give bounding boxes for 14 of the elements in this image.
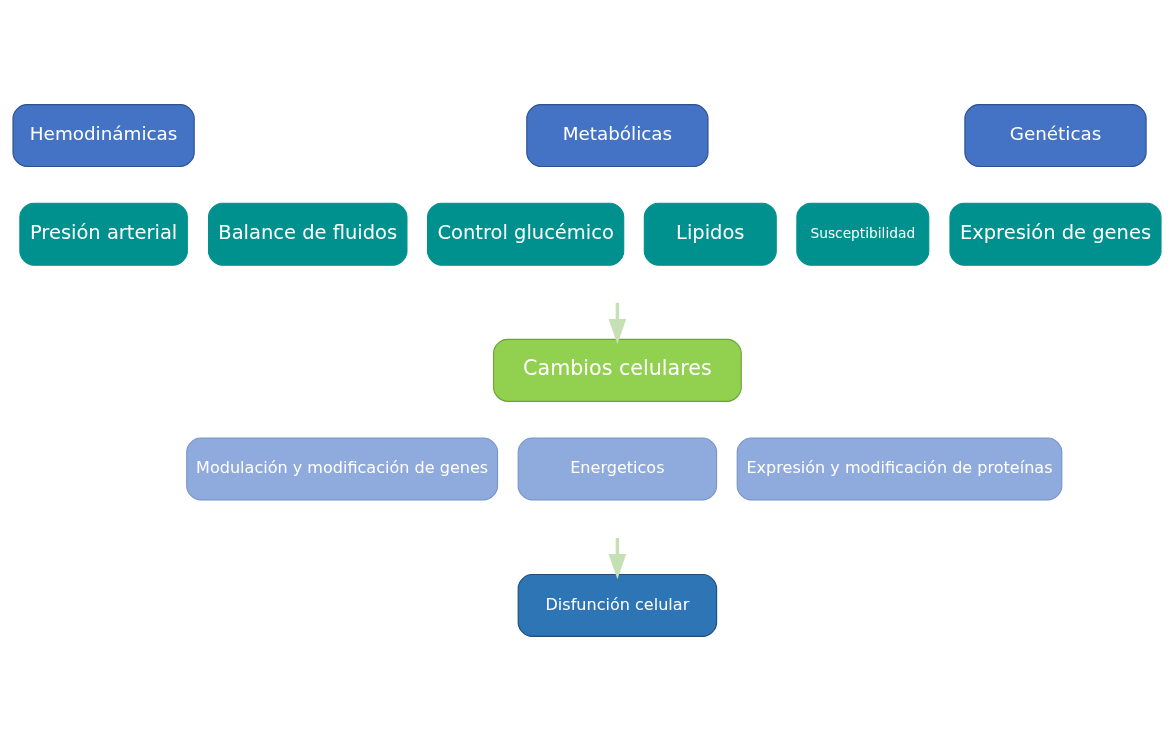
node-box: Presión arterial [19, 202, 188, 266]
node-box: Control glucémico [427, 202, 625, 266]
node-box: Hemodinámicas [12, 103, 195, 167]
node-box: Lipidos [643, 202, 777, 266]
node-box: Balance de fluidos [207, 202, 408, 266]
node-box: Susceptibilidad [796, 202, 930, 266]
node-box: Cambios celulares [492, 338, 742, 402]
node-box: Genéticas [964, 103, 1147, 167]
node-box: Disfunción celular [517, 573, 718, 637]
node-box: Energeticos [517, 436, 718, 500]
node-box: Metabólicas [526, 103, 709, 167]
node-box: Expresión y modificación de proteínas [736, 436, 1063, 500]
node-box: Modulación y modificación de genes [186, 436, 499, 500]
node-box: Expresión de genes [949, 202, 1162, 266]
